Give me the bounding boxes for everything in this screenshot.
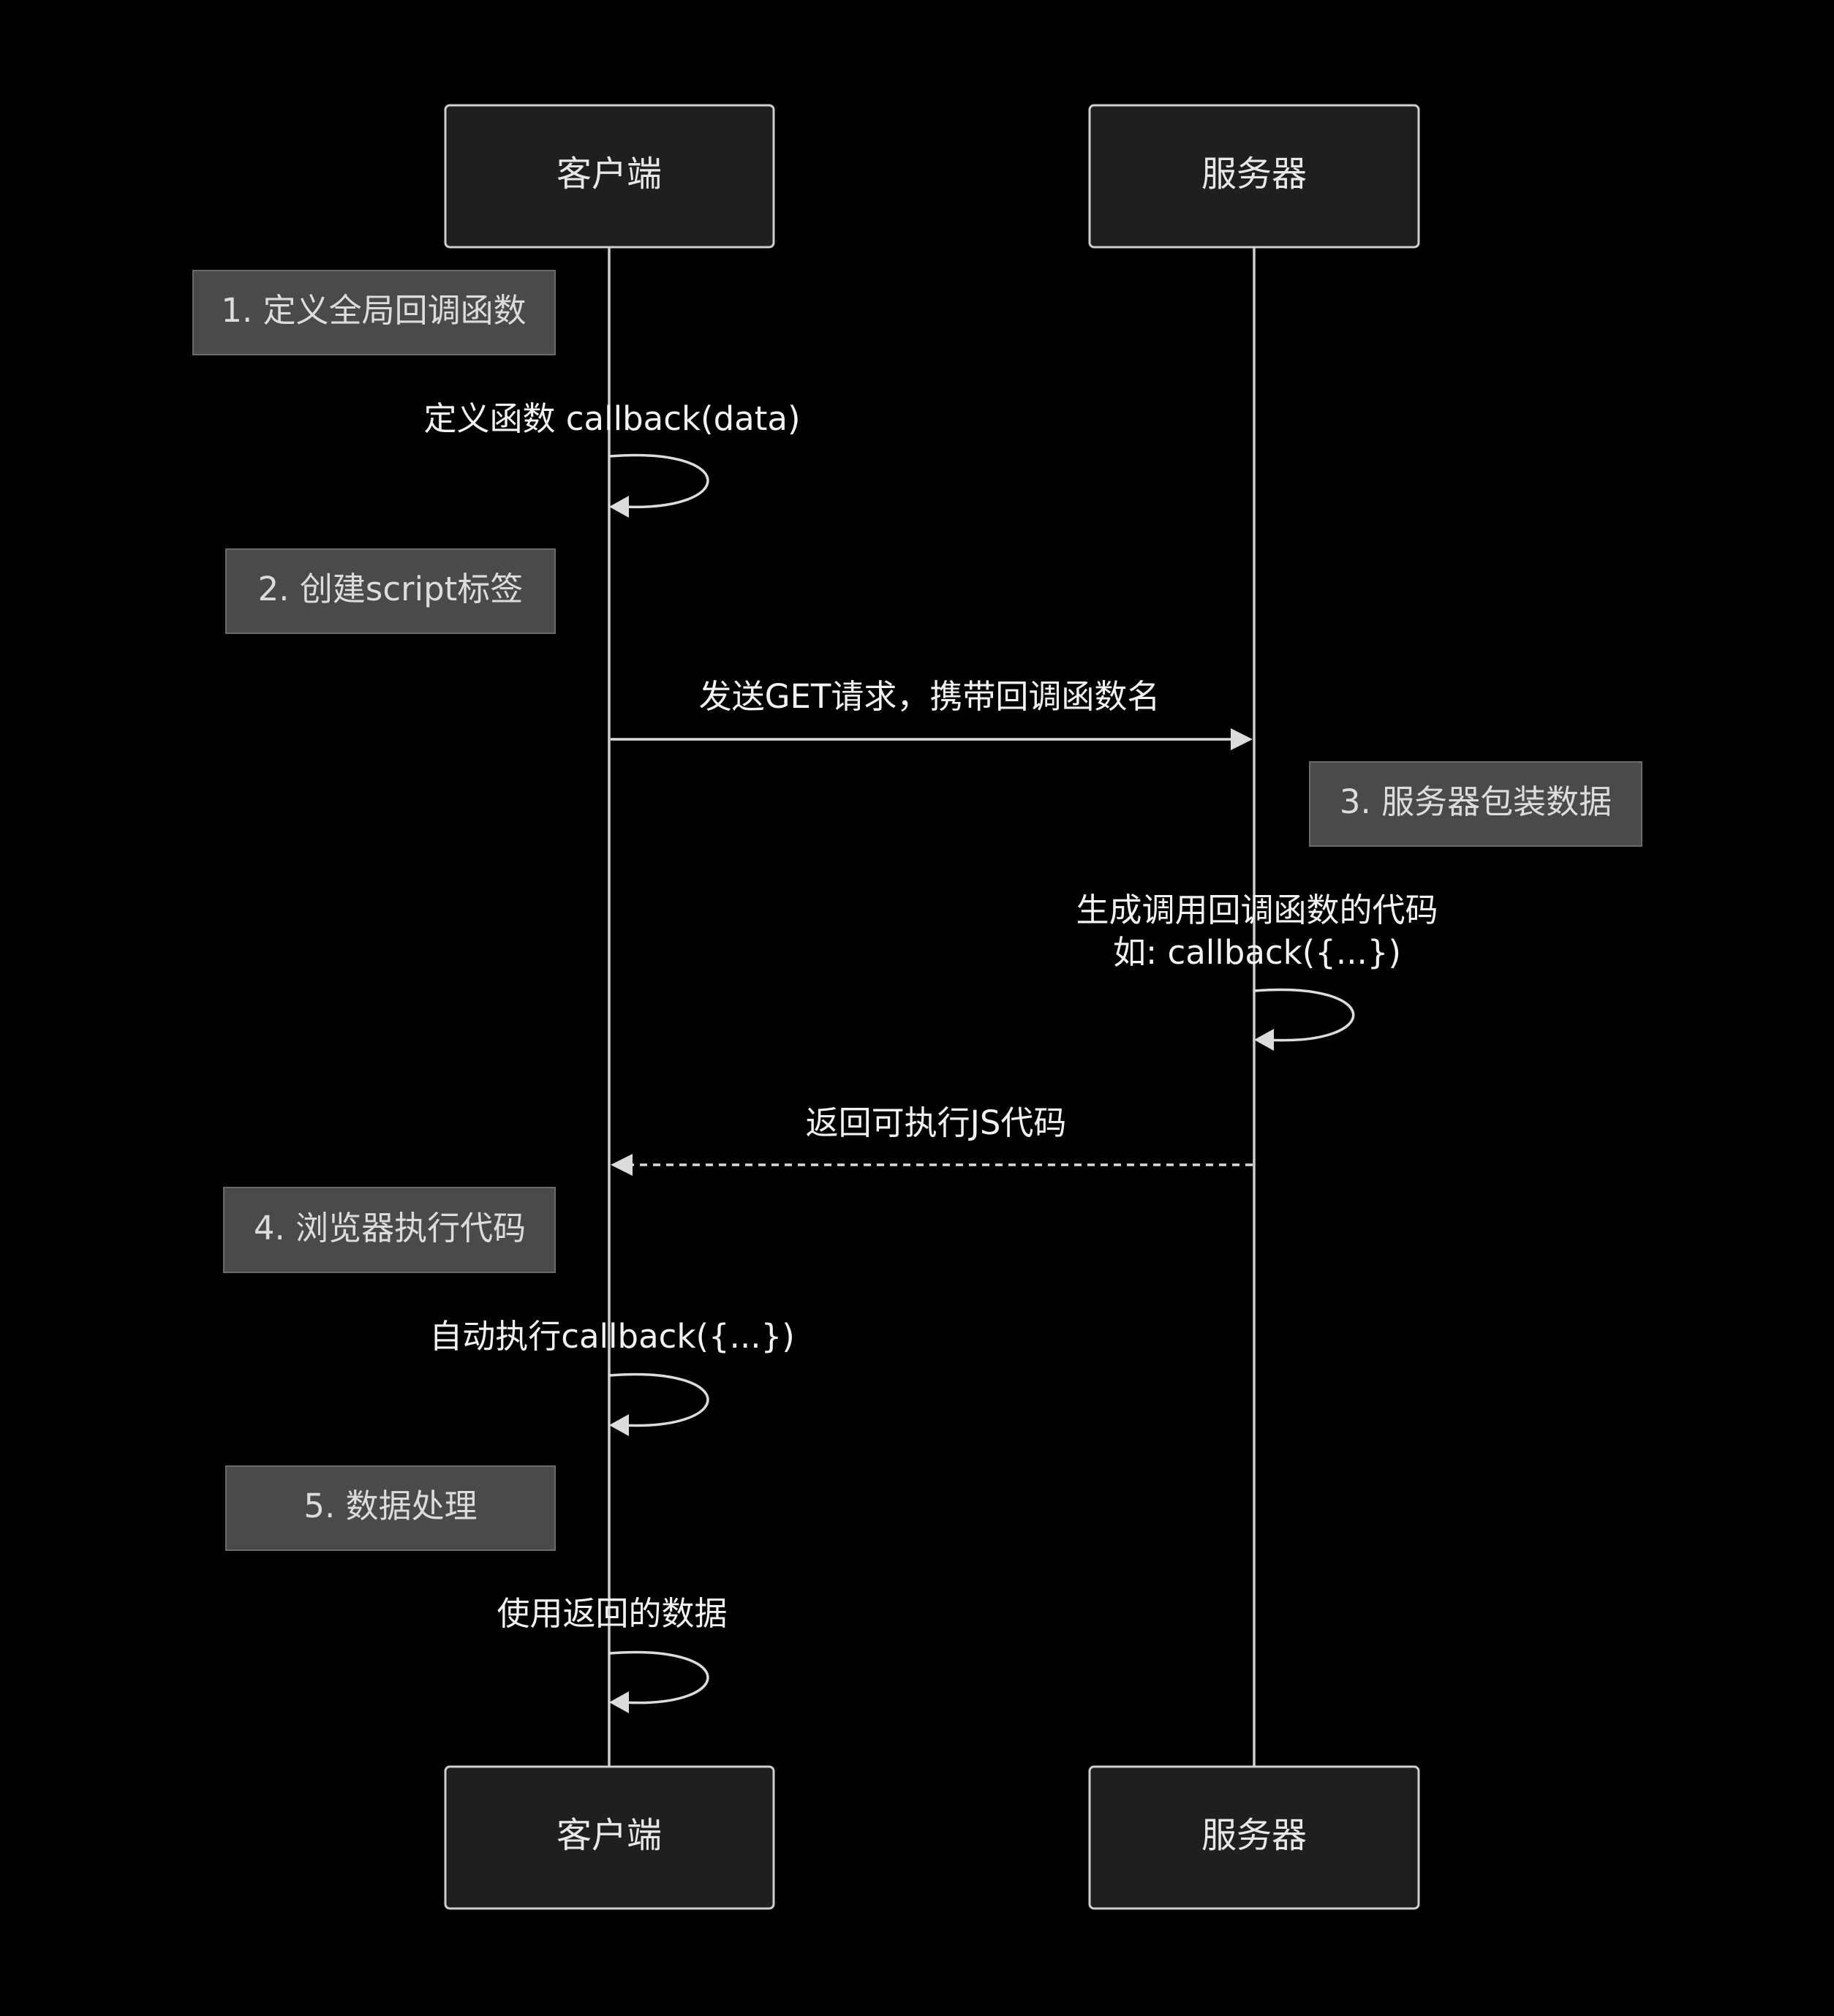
message-generate-code-line2: 如: callback({...}) xyxy=(1113,933,1401,972)
arrowhead-4 xyxy=(611,1154,633,1176)
server-actor-bottom-label: 服务器 xyxy=(1201,1815,1307,1856)
arrowhead-1 xyxy=(609,496,629,518)
note-step-2: 2. 创建script标签 xyxy=(225,548,556,634)
self-loop-auto-execute xyxy=(608,1373,709,1427)
server-actor-top: 服务器 xyxy=(1088,104,1420,249)
arrowhead-3 xyxy=(1254,1029,1274,1051)
message-auto-execute: 自动执行callback({...}) xyxy=(429,1317,795,1356)
note-step-1: 1. 定义全局回调函数 xyxy=(192,270,556,355)
note-step-5: 5. 数据处理 xyxy=(225,1465,556,1551)
message-send-get: 发送GET请求，携带回调函数名 xyxy=(699,677,1161,716)
server-actor-label: 服务器 xyxy=(1201,154,1307,195)
client-actor-bottom: 客户端 xyxy=(444,1765,775,1910)
message-generate-code-line1: 生成调用回调函数的代码 xyxy=(1076,891,1438,929)
arrowhead-6 xyxy=(609,1691,629,1713)
client-actor-bottom-label: 客户端 xyxy=(556,1815,662,1856)
client-actor-label: 客户端 xyxy=(556,154,662,195)
note-step-3: 3. 服务器包装数据 xyxy=(1309,761,1642,847)
message-use-data: 使用返回的数据 xyxy=(497,1594,727,1633)
note-step-1-text: 1. 定义全局回调函数 xyxy=(221,291,526,330)
note-step-2-text: 2. 创建script标签 xyxy=(258,570,524,608)
server-actor-bottom: 服务器 xyxy=(1088,1765,1420,1910)
note-step-4-text: 4. 浏览器执行代码 xyxy=(254,1209,526,1247)
self-loop-define-callback xyxy=(608,453,709,509)
arrowhead-5 xyxy=(609,1414,629,1436)
client-actor-top: 客户端 xyxy=(444,104,775,249)
note-step-4: 4. 浏览器执行代码 xyxy=(223,1187,556,1273)
note-step-5-text: 5. 数据处理 xyxy=(303,1487,477,1525)
arrowhead-2 xyxy=(1231,728,1253,750)
message-define-callback: 定义函数 callback(data) xyxy=(423,399,800,438)
message-return-js: 返回可执行JS代码 xyxy=(806,1103,1067,1142)
self-loop-generate-code xyxy=(1253,988,1355,1042)
note-step-3-text: 3. 服务器包装数据 xyxy=(1340,782,1612,821)
self-loop-use-data xyxy=(608,1650,709,1704)
